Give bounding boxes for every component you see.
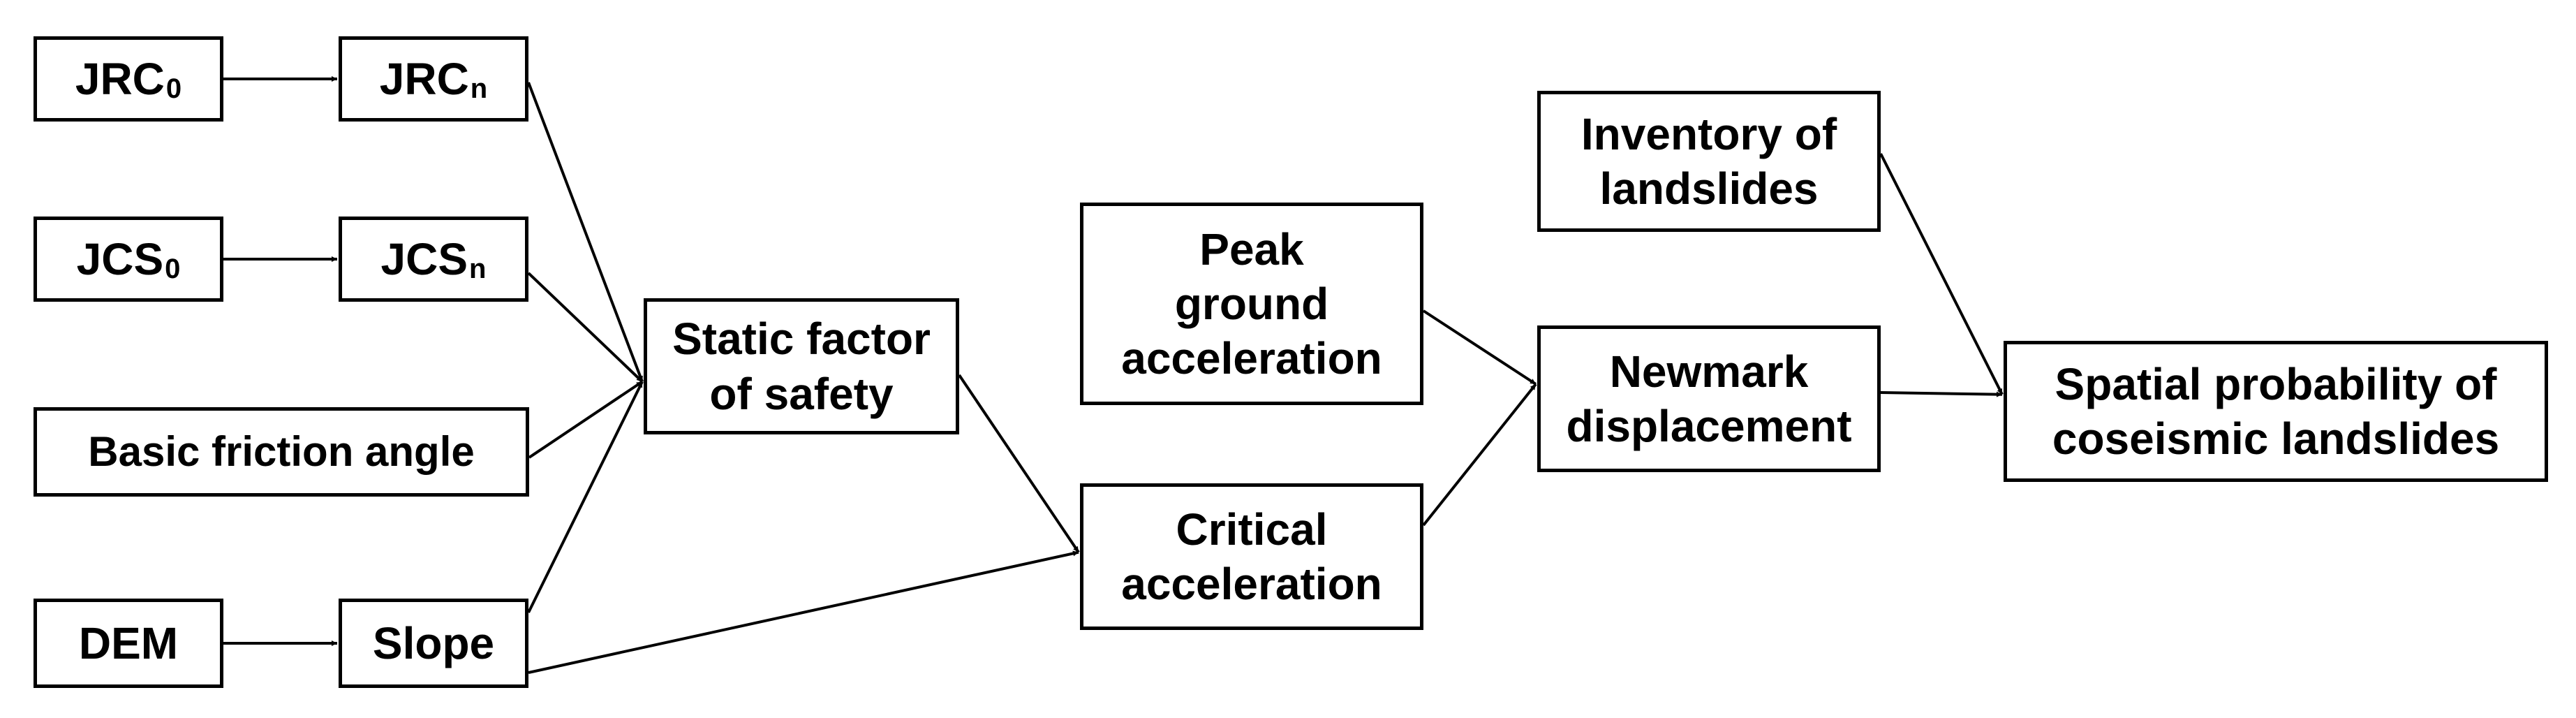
- arrow-jrcn-to-static_fs: [527, 82, 644, 383]
- jcsn-subscript: n: [469, 253, 487, 284]
- peak-ground-acceleration-label: Peak ground acceleration: [1121, 224, 1382, 384]
- node-static-factor-of-safety: Static factor of safety: [644, 298, 959, 434]
- arrow-critical-to-newmark: [1422, 383, 1537, 527]
- arrow-slope-to-static_fs: [527, 381, 644, 613]
- node-slope: Slope: [339, 599, 528, 688]
- jrcn-subscript: n: [470, 73, 488, 104]
- node-dem: DEM: [34, 599, 223, 688]
- jrc0-base: JRC: [75, 53, 165, 104]
- critical-acceleration-label: Critical acceleration: [1121, 504, 1382, 609]
- jrc0-subscript: 0: [165, 73, 182, 104]
- arrow-newmark-to-spatial: [1880, 391, 2003, 397]
- node-basic-friction-angle: Basic friction angle: [34, 407, 529, 497]
- node-inventory-of-landslides: Inventory of landslides: [1537, 91, 1881, 232]
- basic-friction-angle-label: Basic friction angle: [88, 428, 475, 476]
- newmark-displacement-label: Newmark displacement: [1566, 346, 1852, 451]
- jcs0-subscript: 0: [165, 253, 181, 284]
- arrow-pga-to-newmark: [1422, 309, 1537, 386]
- jcs0-base: JCS: [76, 233, 164, 284]
- node-newmark-displacement: Newmark displacement: [1537, 325, 1881, 472]
- arrow-static_fs-to-critical: [958, 374, 1080, 553]
- inventory-of-landslides-label: Inventory of landslides: [1581, 108, 1837, 214]
- arrow-friction-to-static_fs: [528, 380, 644, 459]
- arrow-jcsn-to-static_fs: [527, 272, 644, 383]
- arrow-inventory-to-spatial: [1879, 153, 2004, 395]
- slope-label: Slope: [372, 617, 495, 668]
- dem-label: DEM: [78, 617, 179, 668]
- node-peak-ground-acceleration: Peak ground acceleration: [1080, 203, 1423, 405]
- node-critical-acceleration: Critical acceleration: [1080, 483, 1423, 630]
- jcsn-base: JCS: [380, 233, 468, 284]
- node-spatial-probability: Spatial probability of coseismic landsli…: [2004, 341, 2548, 482]
- spatial-probability-label: Spatial probability of coseismic landsli…: [2052, 358, 2500, 464]
- static-factor-of-safety-label: Static factor of safety: [672, 314, 931, 419]
- jrcn-base: JRC: [379, 53, 469, 104]
- arrow-slope-to-critical: [528, 550, 1079, 674]
